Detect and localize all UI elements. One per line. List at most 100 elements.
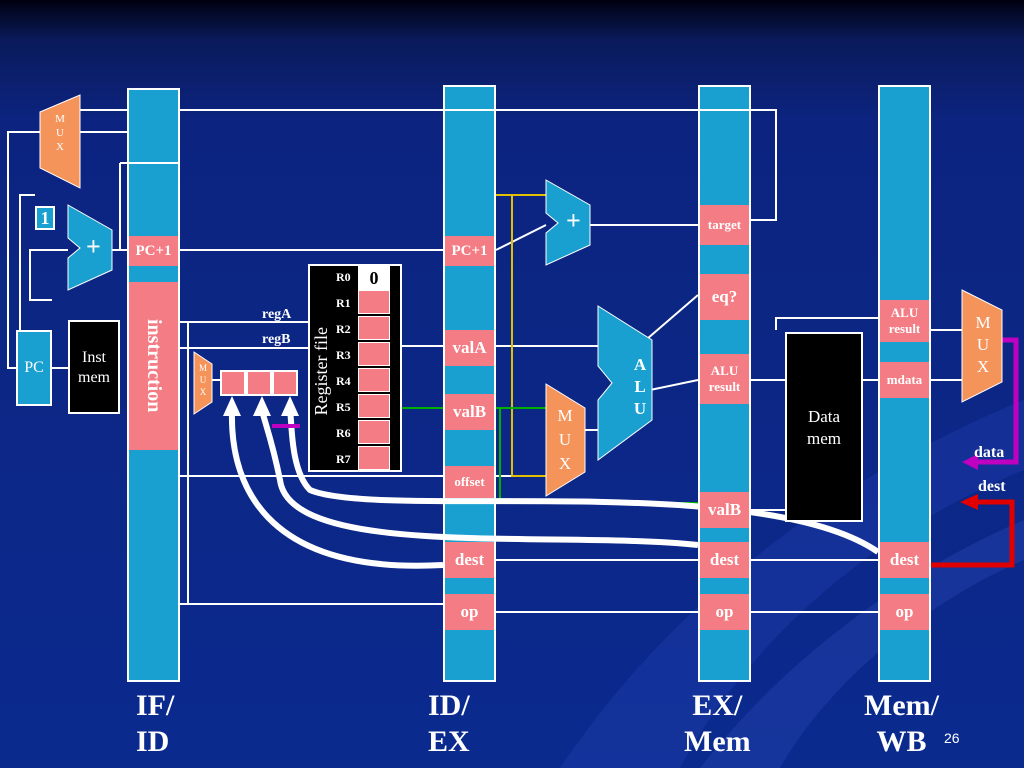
mem-wb-mdata: mdata <box>880 362 929 398</box>
ex-mem-label-2: Mem <box>684 725 751 758</box>
pc-register: PC <box>16 330 52 406</box>
ex-mem-label-1: EX/ <box>692 689 743 722</box>
id-ex-label-1: ID/ <box>428 689 470 722</box>
reg-cell-4 <box>358 368 390 392</box>
ex-mem-target: target <box>700 205 749 245</box>
pc-label: PC <box>24 359 44 376</box>
alu-shape <box>597 305 653 461</box>
exec-adder-shape <box>545 179 591 266</box>
fetch-mux-shape <box>39 94 81 189</box>
reg-r2: R2 <box>336 322 351 336</box>
id-ex-offset: offset <box>445 466 494 498</box>
data-memory: Data mem <box>785 332 863 522</box>
const-one-box: 1 <box>35 206 55 230</box>
wb-mux-x: X <box>976 357 990 376</box>
decode-cell-c <box>272 370 298 396</box>
fetch-mux-m: M <box>55 113 65 125</box>
exec-mux-shape <box>545 383 586 497</box>
mem-wb-alu-result-2: result <box>888 321 921 336</box>
slide-number: 26 <box>944 730 960 746</box>
stage-label-if-id: IF/ ID <box>136 688 174 760</box>
id-ex-label-2: EX <box>428 725 470 758</box>
fetch-mux-x: X <box>56 141 64 153</box>
alu-l: L <box>634 377 646 396</box>
mem-wb-alu-result: ALU result <box>880 300 929 342</box>
if-id-label-2: ID <box>136 725 170 758</box>
decode-cell-a <box>220 370 246 396</box>
ex-mem-valb: valB <box>700 492 749 528</box>
exec-mux-m: M <box>557 406 573 425</box>
wb-mux-shape <box>961 289 1003 403</box>
exec-mux-label: M U X <box>556 404 574 476</box>
decode-reg-cells <box>220 370 300 396</box>
id-ex-valb: valB <box>445 394 494 430</box>
if-id-pc1: PC+1 <box>129 236 178 266</box>
inst-mem-label-2: mem <box>78 369 110 386</box>
data-signal-label: data <box>974 444 1005 461</box>
mem-wb-op: op <box>880 594 929 630</box>
mem-wb-label-2: WB <box>876 725 927 758</box>
id-ex-vala: valA <box>445 330 494 366</box>
reg-r0-value-cell: 0 <box>358 266 390 290</box>
stage-label-ex-mem: EX/ Mem <box>684 688 751 760</box>
reg-r7: R7 <box>336 452 351 466</box>
reg-r5: R5 <box>336 400 351 414</box>
wb-mux-label: M U X <box>974 312 992 378</box>
decode-mux-u: U <box>199 375 207 385</box>
decode-cell-b <box>246 370 272 396</box>
register-file-label: Register file <box>310 282 332 460</box>
reg-cell-3 <box>358 342 390 366</box>
ex-mem-dest: dest <box>700 542 749 578</box>
ex-mem-eq: eq? <box>700 274 749 320</box>
reg-cell-1 <box>358 290 390 314</box>
exec-mux-x: X <box>558 454 572 473</box>
if-id-instruction-label: instruction <box>143 319 165 413</box>
reg-cell-2 <box>358 316 390 340</box>
id-ex-pc1: PC+1 <box>445 236 494 266</box>
wb-mux-m: M <box>975 313 991 332</box>
decode-mux-label: M U X <box>196 362 210 398</box>
alu-a: A <box>633 355 647 374</box>
decode-mux-m: M <box>198 363 207 373</box>
const-one-label: 1 <box>40 208 50 228</box>
decode-mux-x: X <box>199 387 207 397</box>
mem-wb-dest: dest <box>880 542 929 578</box>
alu-u: U <box>633 399 647 418</box>
fetch-adder-plus: + <box>86 232 101 261</box>
rega-label: regA <box>262 307 292 322</box>
exec-adder-plus: + <box>566 206 581 235</box>
mem-wb-label-1: Mem/ <box>864 689 939 722</box>
regb-label: regB <box>262 332 291 347</box>
reg-r0: R0 <box>336 270 351 284</box>
reg-r6: R6 <box>336 426 351 440</box>
reg-r1: R1 <box>336 296 351 310</box>
register-file-text: Register file <box>310 326 331 416</box>
ex-mem-alu-result: ALU result <box>700 354 749 404</box>
fetch-adder-shape <box>67 204 113 291</box>
inst-mem-label-1: Inst <box>82 349 106 366</box>
ex-mem-op: op <box>700 594 749 630</box>
decode-mux-shape <box>193 351 213 415</box>
data-mem-label-2: mem <box>807 429 841 448</box>
instruction-memory: Inst mem <box>68 320 120 414</box>
ex-mem-alu-result-1: ALU <box>710 363 739 378</box>
fetch-mux-label: M U X <box>52 112 68 154</box>
mem-wb-alu-result-1: ALU <box>890 305 919 320</box>
reg-cell-7 <box>358 446 390 470</box>
ex-mem-alu-result-2: result <box>708 379 741 394</box>
stage-label-mem-wb: Mem/ WB <box>864 688 939 760</box>
id-ex-latch <box>443 85 496 682</box>
reg-cell-5 <box>358 394 390 418</box>
if-id-instruction: instruction <box>129 282 178 450</box>
reg-r3: R3 <box>336 348 351 362</box>
reg-r4: R4 <box>336 374 351 388</box>
id-ex-op: op <box>445 594 494 630</box>
id-ex-dest: dest <box>445 542 494 578</box>
fetch-mux-u: U <box>56 127 64 139</box>
reg-cell-6 <box>358 420 390 444</box>
exec-mux-u: U <box>558 430 572 449</box>
if-id-label-1: IF/ <box>136 689 175 722</box>
wb-mux-u: U <box>976 335 990 354</box>
reg-r0-value: 0 <box>369 268 379 288</box>
